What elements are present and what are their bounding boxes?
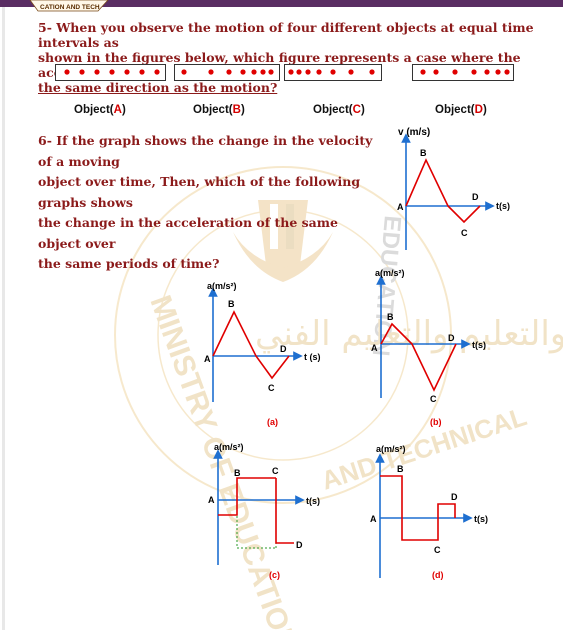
watermark-arabic-text: وزارة التربية والتعليم والتعليم الفني [255, 314, 563, 354]
object-a-label: Object(A) [74, 104, 126, 116]
eagle-emblem-icon [233, 200, 333, 282]
graph-c-xlabel: t(s) [306, 496, 320, 506]
graph-d-ylabel: a(m/s²) [376, 444, 406, 454]
graph-b-point-b: B [387, 312, 394, 322]
question-6-line-2: object over time, Then, which of the fol… [38, 174, 361, 210]
ministry-logo: CATION AND TECH [29, 0, 109, 12]
graph-b-point-d: D [448, 333, 455, 343]
graph-a-ylabel: a(m/s²) [207, 281, 237, 291]
acceleration-graph-d[interactable]: a(m/s²) t(s) A B C D (d) [370, 444, 488, 580]
graph-d-point-a: A [370, 514, 377, 524]
graph-a-point-a: A [204, 354, 211, 364]
graph-d-point-c: C [434, 545, 441, 555]
t-axis-label: t(s) [496, 201, 510, 211]
page-border [2, 7, 5, 630]
question-5: 5- When you observe the motion of four d… [38, 20, 538, 95]
point-d-label: D [472, 192, 479, 202]
graph-d-xlabel: t(s) [474, 514, 488, 524]
velocity-time-graph: v (m/s) t(s) A B C D [397, 127, 510, 250]
v-axis-label: v (m/s) [398, 127, 430, 138]
graph-d-point-b: B [397, 464, 404, 474]
top-banner [0, 0, 563, 7]
graph-c-tag[interactable]: (c) [269, 570, 280, 580]
question-6-line-1: 6- If the graph shows the change in the … [38, 133, 373, 169]
graph-b-point-c: C [430, 394, 437, 404]
graph-c-point-a: A [208, 495, 215, 505]
graph-d-point-d: D [451, 492, 458, 502]
question-6-line-3: the change in the acceleration of the sa… [38, 215, 338, 251]
object-c-label: Object(C) [313, 104, 365, 116]
velocity-line [405, 158, 481, 224]
acceleration-graph-b[interactable]: a(m/s²) t(s) A B C D (b) [371, 268, 486, 427]
graph-c-point-c: C [272, 466, 279, 476]
graph-c-point-d: D [296, 540, 303, 550]
graph-c-ylabel: a(m/s²) [214, 442, 244, 452]
point-c-label: C [461, 228, 468, 238]
object-d-label: Object(D) [435, 104, 487, 116]
motion-dots [64, 69, 510, 75]
graph-b-point-a: A [371, 343, 378, 353]
graph-a-point-c: C [268, 383, 275, 393]
graph-d-tag[interactable]: (d) [432, 570, 444, 580]
point-b-label: B [420, 148, 427, 158]
graph-b-xlabel: t(s) [472, 340, 486, 350]
question-6: 6- If the graph shows the change in the … [38, 131, 383, 275]
graph-b-tag[interactable]: (b) [430, 417, 442, 427]
acceleration-graph-a[interactable]: a(m/s²) t (s) A B C D (a) [204, 281, 321, 427]
graph-b-ylabel: a(m/s²) [375, 268, 405, 278]
question-6-line-4: the same periods of time? [38, 256, 220, 271]
question-5-line-1: 5- When you observe the motion of four d… [38, 20, 534, 50]
acceleration-graph-c[interactable]: a(m/s²) t(s) A B C D (c) [208, 442, 320, 580]
graph-a-point-b: B [228, 299, 235, 309]
object-b-label: Object(B) [193, 104, 245, 116]
graph-c-point-b: B [234, 468, 241, 478]
motion-strip-d[interactable] [412, 64, 514, 81]
logo-text: CATION AND TECH [40, 4, 100, 11]
graph-a-point-d: D [280, 344, 287, 354]
point-a-label: A [397, 202, 404, 212]
question-5-line-3: the same direction as the motion? [38, 80, 278, 95]
graph-a-tag[interactable]: (a) [267, 417, 278, 427]
graph-a-xlabel: t (s) [304, 352, 321, 362]
